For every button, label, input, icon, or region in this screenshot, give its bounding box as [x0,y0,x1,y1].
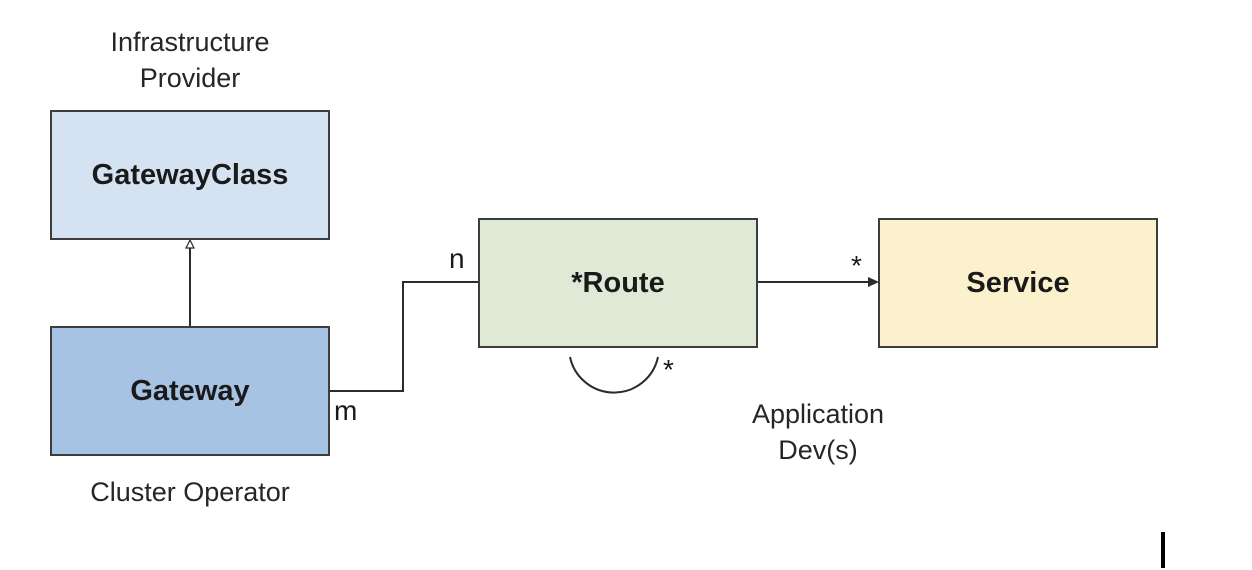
gateway-box[interactable]: Gateway [50,326,330,456]
multiplicity-self-star: * [663,354,674,385]
route-box[interactable]: *Route [478,218,758,348]
gatewayclass-arrowhead [185,238,195,249]
infrastructure-provider-line-1: Infrastructure [110,27,270,57]
gateway-label: Gateway [130,374,250,407]
service-label: Service [966,266,1070,299]
gateway-to-route-connector [330,281,479,392]
application-devs-line-2: Dev(s) [778,435,858,465]
infrastructure-provider-line-2: Provider [139,63,241,93]
infrastructure-provider-label: Infrastructure Provider [80,24,300,96]
gatewayclass-label: GatewayClass [91,158,289,191]
gatewayclass-box[interactable]: GatewayClass [50,110,330,240]
route-self-reference-loop [569,356,659,394]
multiplicity-m: m [334,395,358,426]
route-label: *Route [571,266,665,299]
service-box[interactable]: Service [878,218,1158,348]
text-cursor [1161,532,1165,568]
application-devs-label: Application Dev(s) [718,396,918,468]
multiplicity-service-star: * [851,250,862,281]
cluster-operator-label: Cluster Operator [90,477,290,507]
service-arrowhead [868,277,879,287]
application-devs-line-1: Application [751,399,885,429]
multiplicity-n: n [449,243,465,274]
